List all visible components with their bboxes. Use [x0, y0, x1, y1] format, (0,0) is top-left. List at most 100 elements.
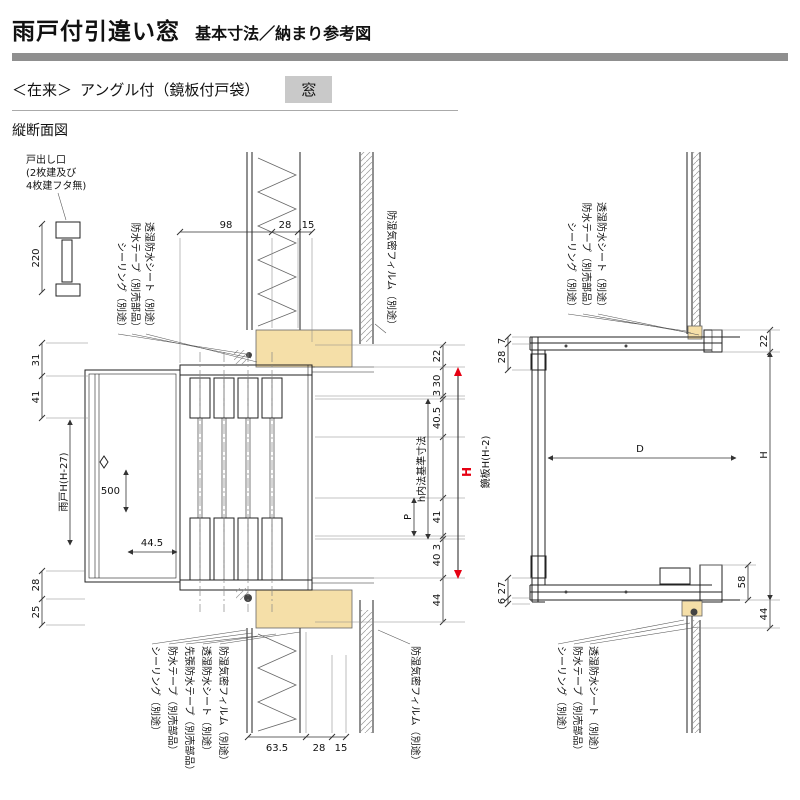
label-vapor-film-bottom: 防湿気密フィルム（別途）	[217, 646, 230, 766]
material-labels-bottom-left: シーリング（別途） 防水テープ（別売部品） 先張防水テープ（別売部品） 透湿防水…	[149, 629, 301, 775]
pocket-diamond-mark	[99, 455, 109, 469]
page-title: 雨戸付引違い窓	[12, 19, 180, 45]
right-labels-bottom: シーリング（別途） 防水テープ（別売部品） 透湿防水シート（別途）	[555, 619, 699, 756]
chain-3b: 3	[432, 544, 443, 550]
sill-framing-wood	[255, 589, 353, 629]
sealing-dot-top	[246, 352, 252, 358]
left-section: 98 28 15 戸出し口 (2枚建及び 4枚建フタ無) 220 シーリン	[26, 152, 474, 775]
spec-underline	[12, 110, 458, 111]
red-arrow-top	[454, 367, 462, 376]
dim-amado-height: 雨戸H(H-27)	[58, 419, 73, 546]
label-sealing-bottom: シーリング（別途）	[149, 646, 162, 736]
window-badge: 窓	[285, 76, 333, 103]
dim-H-red: H	[460, 467, 474, 477]
vertical-section-drawing: 98 28 15 戸出し口 (2枚建及び 4枚建フタ無) 220 シーリン	[26, 152, 780, 775]
right-sill-member	[529, 564, 740, 617]
siding-hatch-top	[361, 152, 372, 342]
spec-name: アングル付（鏡板付戸袋）	[80, 81, 260, 99]
dim-500-group: 500 44.5	[101, 469, 178, 555]
right-wall-top	[686, 152, 703, 340]
door-outlet-note: 戸出し口 (2枚建及び 4枚建フタ無) 220	[26, 153, 86, 297]
right-labels-top: シーリング（別途） 防水テープ（別売部品） 透湿防水シート（別途）	[565, 202, 700, 336]
dim-bottom-group: 63.5 28 15	[244, 632, 350, 754]
dim-15-bottom: 15	[335, 743, 348, 754]
dim-P: P	[403, 514, 414, 520]
door-outlet-line2: (2枚建及び	[26, 166, 76, 179]
dim-25-left: 25	[31, 606, 42, 619]
label-vapor-film-top-text: 防湿気密フィルム（別途）	[385, 210, 398, 330]
sealing-hatch-top	[234, 350, 246, 364]
spec-prefix: ＜在来＞	[12, 81, 73, 99]
right-head-member	[529, 329, 740, 353]
dim-44-right: 44	[759, 608, 770, 621]
dim-44-5: 44.5	[141, 538, 163, 549]
label-waterproof-tape-top: 防水テープ（別売部品）	[129, 223, 142, 332]
chain-40: 40	[432, 554, 443, 567]
dim-28-bottom: 28	[313, 743, 326, 754]
right-label-tape-bottom: 防水テープ（別売部品）	[571, 646, 584, 755]
page-subtitle: 基本寸法／納まり参考図	[195, 24, 372, 43]
dims-left-group: 31 41 28 25	[31, 339, 88, 629]
left-wall-top	[246, 152, 374, 344]
dim-28-right: 28	[497, 351, 508, 364]
label-vapor-film-bottom-right-text: 防湿気密フィルム（別途）	[409, 646, 422, 766]
siding-hatch-bottom	[361, 610, 372, 733]
right-label-sheet-top: 透湿防水シート（別途）	[595, 202, 608, 312]
door-outlet-line1: 戸出し口	[26, 153, 66, 166]
insulation-zigzag-bottom	[257, 633, 298, 732]
right-label-sealing-top: シーリング（別途）	[565, 222, 578, 312]
dim-28-top: 28	[279, 220, 292, 231]
label-pre-applied-tape-bottom: 先張防水テープ（別売部品）	[183, 646, 196, 775]
head-framing-wood	[255, 329, 353, 368]
dim-top-group: 98 28 15	[176, 220, 316, 363]
right-sealing-dot	[690, 608, 698, 616]
red-arrow-bottom	[454, 570, 462, 579]
label-waterproof-tape-bottom: 防水テープ（別売部品）	[166, 646, 179, 755]
label-h-inner-base: h内法基準寸法	[415, 436, 428, 502]
dim-27: 27	[497, 582, 508, 595]
material-labels-top-left: シーリング（別途） 防水テープ（別売部品） 透湿防水シート（別途）	[115, 222, 258, 363]
dim-22-right: 22	[759, 335, 770, 348]
chain-44: 44	[432, 594, 443, 607]
header-rule-bar	[12, 53, 788, 61]
section-type-label: 縦断面図	[12, 123, 68, 139]
right-wall-bottom	[686, 616, 701, 733]
page-header: 雨戸付引違い窓 基本寸法／納まり参考図	[0, 0, 800, 46]
shutter-pocket	[84, 369, 181, 583]
right-label-tape-top: 防水テープ（別売部品）	[580, 203, 593, 312]
dim-31: 31	[31, 354, 42, 367]
dim-height-red: H	[454, 367, 474, 579]
label-vapor-film-bottom-right: 防湿気密フィルム（別途）	[377, 629, 422, 766]
dim-H-right: H	[759, 451, 770, 459]
dim-D: D	[636, 444, 644, 455]
right-label-sealing-bottom: シーリング（別途）	[555, 646, 568, 736]
label-breathable-sheet-top: 透湿防水シート（別途）	[143, 222, 156, 332]
label-vapor-film-top: 防湿気密フィルム（別途）	[374, 210, 398, 334]
dim-220: 220	[31, 248, 42, 267]
spec-line: ＜在来＞ アングル付（鏡板付戸袋） 窓	[12, 76, 788, 103]
door-outlet-line3: 4枚建フタ無)	[26, 179, 86, 192]
right-section: D H 鏡板H(H-2) 22 44 58	[479, 152, 780, 756]
sash-centerlines	[199, 352, 273, 612]
label-kagami-height: 鏡板H(H-2)	[479, 435, 492, 488]
chain-41: 41	[432, 511, 443, 524]
dim-41-left: 41	[31, 391, 42, 404]
dim-6: 6	[497, 598, 508, 604]
dim-28-left: 28	[31, 579, 42, 592]
chain-40-5: 40.5	[432, 407, 443, 429]
chain-22: 22	[432, 350, 443, 363]
chain-30: 30	[432, 375, 443, 388]
dim-63-5: 63.5	[266, 743, 288, 754]
dims-right-chain: 22 30 3 40.5 41 3 40 44	[315, 341, 465, 626]
label-breathable-sheet-bottom: 透湿防水シート（別途）	[200, 646, 213, 756]
right-dims-left-side: 7 28 27 6	[497, 333, 532, 608]
dim-inner-base: h内法基準寸法 P	[403, 398, 431, 540]
right-dims-side: 22 44 58	[700, 326, 780, 632]
right-left-member	[530, 336, 547, 603]
window-frame	[179, 350, 374, 602]
sealing-dot-bottom	[244, 594, 252, 602]
dim-500: 500	[101, 486, 120, 497]
chain-3a: 3	[432, 390, 443, 396]
dim-15-top: 15	[302, 220, 315, 231]
